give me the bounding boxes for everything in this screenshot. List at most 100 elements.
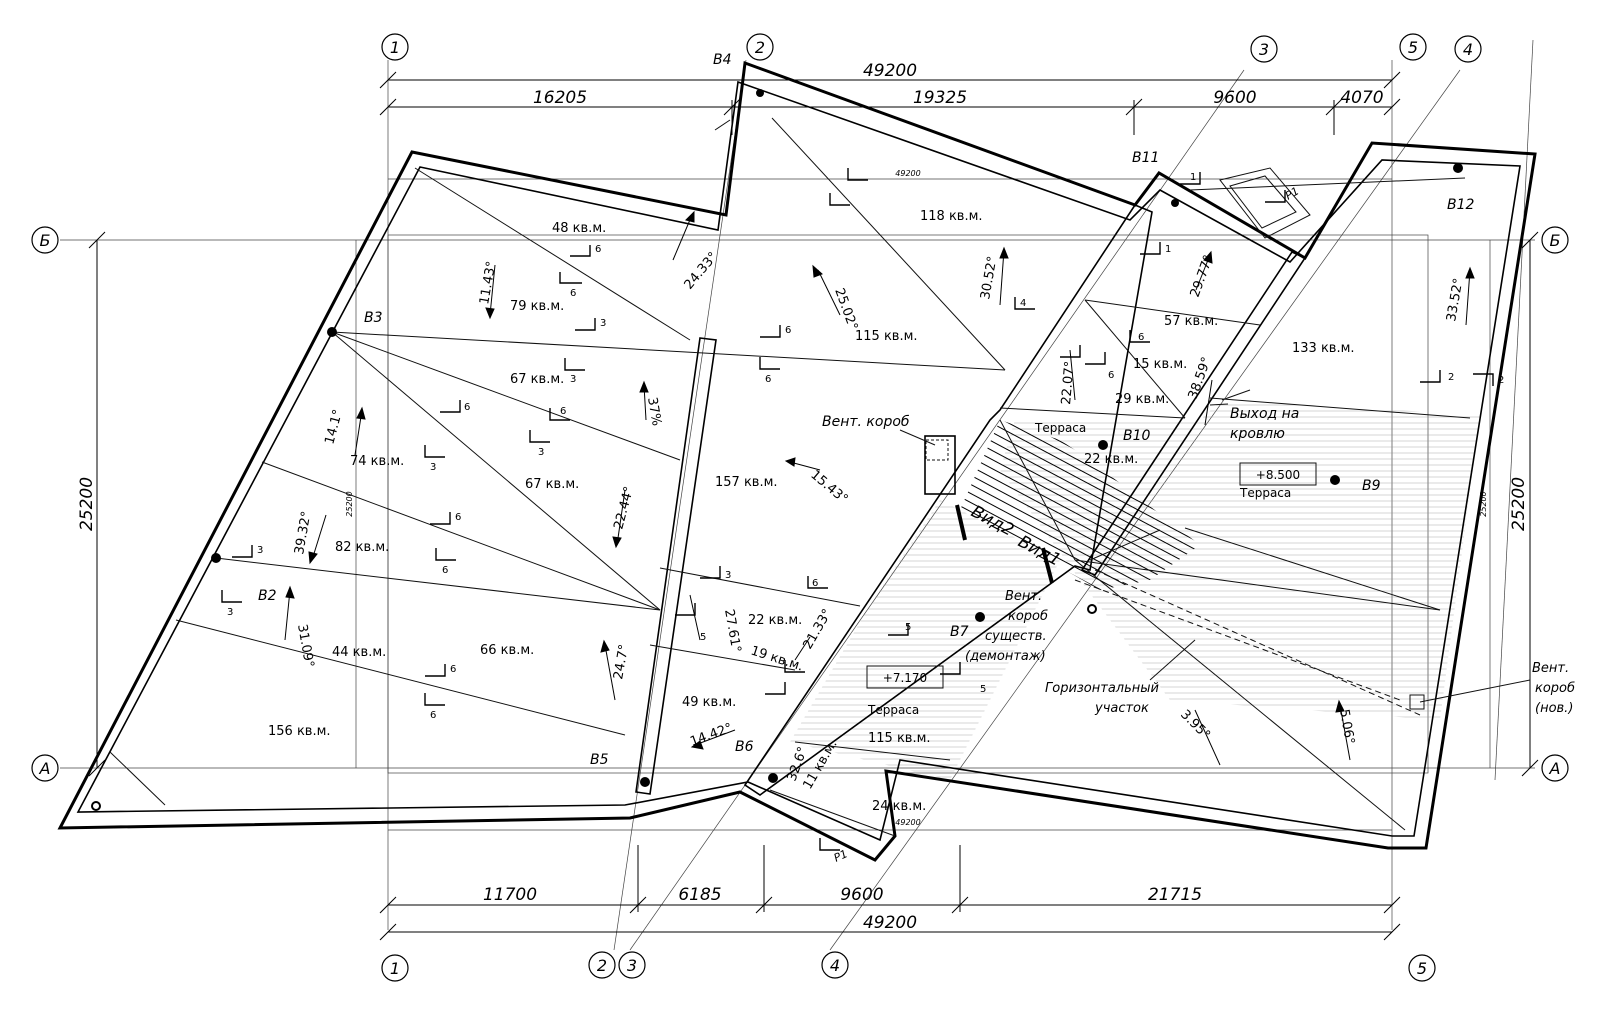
angle-label: 27.61° — [721, 608, 743, 654]
level-label: +7.170 — [883, 671, 927, 685]
drain-label-b4: В4 — [713, 52, 732, 68]
area-label: 24 кв.м. — [872, 799, 926, 814]
axis-left-B: Б — [40, 231, 51, 250]
exit-label: кровлю — [1230, 426, 1285, 442]
area-label: 44 кв.м. — [332, 645, 386, 660]
angle-label: 11.43° — [477, 260, 499, 306]
area-label: 57 кв.м. — [1164, 314, 1218, 329]
axis-bubbles-top: 1 2 3 5 4 — [381, 33, 1482, 63]
dim-top-2: 19325 — [913, 88, 967, 108]
slope-digit: 4 — [1020, 298, 1026, 309]
slope-digit: 3 — [600, 318, 606, 329]
slope-digit: 3 — [430, 462, 436, 473]
area-label: 156 кв.м. — [268, 724, 331, 739]
axis-bottom-3: 3 — [627, 956, 637, 975]
slope-digit: 6 — [1138, 332, 1144, 343]
drain-label-b10: В10 — [1123, 428, 1151, 444]
vent-box-label: Вент. короб — [822, 414, 910, 430]
dim-right: 25200 — [1509, 477, 1529, 531]
slope-arrows — [284, 210, 1475, 766]
vent-existing-label: короб — [1008, 609, 1048, 624]
drain-label-b9: В9 — [1362, 478, 1381, 494]
angle-label: 22.07° — [1059, 360, 1078, 405]
axis-bubbles-bottom: 1 2 3 4 5 — [381, 951, 1436, 982]
axis-bottom-4: 4 — [830, 956, 840, 975]
area-label: 118 кв.м. — [920, 209, 983, 224]
angle-label: 24.33° — [682, 249, 722, 292]
vent-new-label: короб — [1535, 681, 1575, 696]
dim-inner-left: 25200 — [345, 491, 354, 516]
drain-label-b2: В2 — [258, 588, 277, 604]
slope-digit: 6 — [765, 374, 771, 385]
drain-dot — [1087, 604, 1097, 614]
axis-right-A: А — [1549, 759, 1561, 778]
slope-digit: 6 — [812, 578, 818, 589]
dim-bottom-3: 9600 — [840, 885, 883, 905]
dimensions-top: 49200 16205 19325 9600 4070 — [379, 61, 1401, 135]
drain-label-b12: В12 — [1447, 197, 1475, 213]
terrace-label: Терраса — [1034, 421, 1086, 435]
exit-label: Выход на — [1230, 406, 1299, 422]
area-label: 157 кв.м. — [715, 475, 778, 490]
slope-digit: 6 — [1108, 370, 1114, 381]
exit-hatch-label: Р1 — [832, 847, 850, 865]
slope-digit: 6 — [785, 325, 791, 336]
area-label: 22 кв.м. — [1084, 452, 1138, 467]
drain-dot — [1453, 163, 1463, 173]
angle-label: 15.43° — [807, 468, 850, 508]
slope-digit: 3 — [538, 447, 544, 458]
area-label: 29 кв.м. — [1115, 392, 1169, 407]
area-label: 15 кв.м. — [1133, 357, 1187, 372]
dim-inner-right: 25200 — [1479, 491, 1488, 516]
dim-bottom-2: 6185 — [678, 885, 721, 905]
axis-right-B: Б — [1550, 231, 1561, 250]
angle-label: 5.06° — [1336, 708, 1357, 746]
drain-label-b6: В6 — [735, 739, 754, 755]
axis-bottom-2: 2 — [597, 956, 607, 975]
slope-digit: 6 — [560, 406, 566, 417]
drain-dot — [91, 801, 101, 811]
angle-label: 31.09° — [294, 623, 316, 669]
axis-top-5: 5 — [1408, 38, 1418, 57]
drain-dot — [327, 327, 337, 337]
slope-digit: 6 — [450, 664, 456, 675]
drain-dot — [1171, 199, 1179, 207]
slope-digit: 6 — [595, 244, 601, 255]
dim-bottom-1: 11700 — [483, 885, 537, 905]
angle-label: 14.1° — [322, 408, 346, 446]
slope-digit: 6 — [464, 402, 470, 413]
terrace-label: Терраса — [867, 703, 919, 717]
slope-markers: 6 6 3 3 6 6 3 3 6 6 3 3 6 6 5 5 6 6 4 1 … — [221, 168, 1504, 851]
area-label: 133 кв.м. — [1292, 341, 1355, 356]
dim-inner-bottom: 49200 — [895, 818, 920, 827]
drain-dot — [640, 777, 650, 787]
vent-new-label: Вент. — [1532, 661, 1569, 676]
dim-top-3: 9600 — [1213, 88, 1256, 108]
area-label: 115 кв.м. — [868, 731, 931, 746]
level-label: +8.500 — [1256, 468, 1300, 482]
dim-left: 25200 — [77, 477, 97, 531]
area-label: 82 кв.м. — [335, 540, 389, 555]
drain-dot — [756, 89, 764, 97]
angle-label: 29.77° — [1188, 253, 1217, 299]
drain-label-b7: В7 — [950, 624, 969, 640]
slope-digit: 6 — [442, 565, 448, 576]
axis-top-4: 4 — [1463, 40, 1473, 59]
slope-digit: 6 — [570, 288, 576, 299]
slope-digit: 1 — [1190, 172, 1196, 183]
drain-dot — [211, 553, 221, 563]
horizontal-section-label: Горизонтальный — [1045, 681, 1159, 696]
dim-inner-top: 49200 — [895, 169, 920, 178]
dim-top-1: 16205 — [533, 88, 587, 108]
angle-label: 25.02° — [831, 286, 860, 332]
drain-dot — [768, 773, 778, 783]
slope-digit: 3 — [570, 374, 576, 385]
angle-label: 30.52° — [978, 255, 1000, 301]
slope-digit: 3 — [257, 545, 263, 556]
drain-dot — [975, 612, 985, 622]
drain-label-b5: В5 — [590, 752, 609, 768]
slope-digit: 6 — [455, 512, 461, 523]
axis-top-1: 1 — [390, 38, 400, 57]
area-label: 79 кв.м. — [510, 299, 564, 314]
